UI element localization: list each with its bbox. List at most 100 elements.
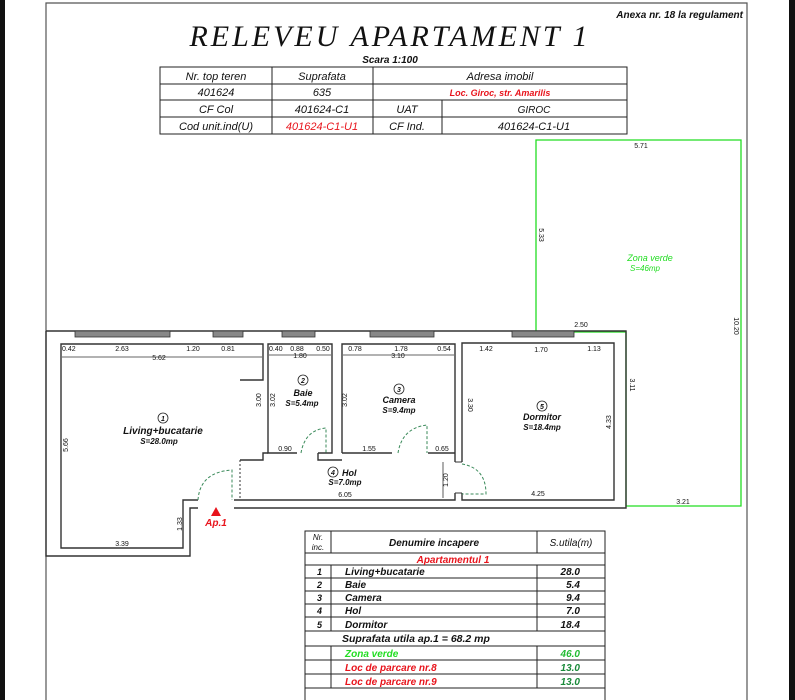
cf-col-value: 401624-C1 [295, 104, 349, 116]
dimension-labels: 0.42 2.63 1.20 0.81 5.62 5.66 3.39 1.33 … [62, 143, 739, 548]
row-area: 9.4 [566, 593, 580, 604]
dim-label: 5.62 [152, 355, 166, 362]
walls [45, 330, 627, 557]
header-inc: inc. [312, 543, 324, 552]
dim-label: 6.05 [338, 492, 352, 499]
dim-label: 1.80 [293, 353, 307, 360]
header-nr: Nr. [313, 533, 323, 542]
table-row: 5 Dormitor 18.4 [317, 620, 580, 631]
dim-label: 3.39 [115, 541, 129, 548]
dim-label: 0.81 [221, 346, 235, 353]
row-area: 28.0 [560, 567, 581, 578]
dim-label: 0.50 [316, 346, 330, 353]
row-area: 13.0 [561, 677, 581, 688]
dim-label: 0.54 [437, 346, 451, 353]
cf-col-label: CF Col [199, 104, 234, 116]
row-area: 5.4 [566, 580, 580, 591]
dim-label: 4.25 [531, 491, 545, 498]
dim-label: 1.55 [362, 446, 376, 453]
entrance-door [197, 469, 233, 501]
row-name: Loc de parcare nr.8 [345, 663, 437, 674]
window [281, 330, 316, 338]
section-label: Apartamentul 1 [416, 555, 490, 566]
cod-label: Cod unit.ind(U) [179, 121, 253, 133]
entrance-triangle-icon [211, 507, 221, 516]
dim-label: 1.33 [177, 517, 184, 531]
dim-label: 2.50 [574, 322, 588, 329]
dim-label: 3.02 [342, 393, 349, 407]
room-3-name: Camera [382, 395, 415, 405]
room-2-number: 2 [300, 378, 305, 385]
dim-label: 1.13 [587, 346, 601, 353]
dim-label: 3.11 [628, 378, 635, 391]
table-row: 2 Baie 5.4 [316, 580, 580, 591]
nr-top-value: 401624 [198, 87, 235, 99]
row-name: Hol [345, 606, 361, 617]
uat-label: UAT [396, 104, 418, 116]
dim-label: 5.71 [634, 143, 648, 150]
row-nr: 3 [317, 593, 322, 603]
dim-label: 3.21 [676, 499, 690, 506]
header-suprafata: Suprafata [298, 71, 346, 83]
window [369, 330, 435, 338]
entrance-label: Ap.1 [204, 518, 227, 529]
dim-label: 1.78 [394, 346, 408, 353]
dim-label: 3.00 [256, 393, 263, 407]
room-4-name: Hol [342, 468, 357, 478]
room-3-area: S=9.4mp [382, 406, 415, 415]
dim-label: 10.20 [732, 317, 739, 335]
room-1-number: 1 [161, 416, 165, 423]
dim-label: 1.20 [186, 346, 200, 353]
row-nr: 2 [316, 580, 322, 590]
uat-value: GIROC [518, 105, 552, 116]
dim-label: 3.10 [391, 353, 405, 360]
room-2-area: S=5.4mp [285, 399, 318, 408]
header-adresa: Adresa imobil [466, 71, 534, 83]
row-area: 7.0 [566, 606, 580, 617]
scale-label: Scara 1:100 [362, 55, 418, 66]
window [212, 330, 244, 338]
bedroom-door [461, 463, 487, 495]
table-row: 4 Hol 7.0 [316, 606, 580, 617]
left-edge-band [0, 0, 5, 700]
right-edge-band [789, 0, 795, 700]
annex-label: Anexa nr. 18 la regulament [615, 10, 743, 21]
dimension-lines [62, 354, 454, 498]
rooms-table: Nr. inc. Denumire incapere S.utila(m) Ap… [304, 530, 606, 700]
row-name: Baie [345, 580, 367, 591]
room-door [397, 424, 428, 454]
dim-label: 0.90 [278, 446, 292, 453]
table-row: Loc de parcare nr.8 13.0 [345, 663, 580, 674]
room-4-number: 4 [330, 470, 335, 477]
row-nr: 1 [317, 567, 322, 577]
table-row: Zona verde 46.0 [344, 649, 580, 660]
room-5-area: S=18.4mp [523, 423, 561, 432]
room-5-name: Dormitor [523, 412, 561, 422]
room-2-name: Baie [293, 388, 312, 398]
header-name: Denumire incapere [389, 538, 479, 549]
total-area: Suprafata utila ap.1 = 68.2 mp [342, 633, 491, 645]
row-nr: 5 [317, 620, 323, 630]
table-row: Loc de parcare nr.9 13.0 [345, 677, 580, 688]
dim-label: 5.33 [537, 228, 544, 242]
suprafata-value: 635 [313, 87, 332, 99]
room-labels: 1 Living+bucatarie S=28.0mp 2 Baie S=5.4… [123, 374, 561, 487]
dim-label: 0.78 [348, 346, 362, 353]
cf-ind-value: 401624-C1-U1 [498, 121, 570, 133]
green-zone-name: Zona verde [626, 253, 673, 263]
windows [74, 330, 575, 338]
dim-label: 0.65 [435, 446, 449, 453]
room-4-area: S=7.0mp [328, 478, 361, 487]
room-1-area: S=28.0mp [140, 437, 178, 446]
info-table: Nr. top teren Suprafata Adresa imobil 40… [159, 66, 628, 135]
row-area: 46.0 [560, 649, 581, 660]
room-1-name: Living+bucatarie [123, 426, 203, 437]
row-name: Camera [345, 593, 382, 604]
header-area: S.utila(m) [550, 538, 593, 549]
row-nr: 4 [316, 606, 322, 616]
dim-label: 3.30 [466, 398, 473, 412]
dim-label: 1.70 [534, 347, 548, 354]
dim-label: 0.40 [269, 346, 283, 353]
dim-label: 4.33 [606, 415, 613, 429]
